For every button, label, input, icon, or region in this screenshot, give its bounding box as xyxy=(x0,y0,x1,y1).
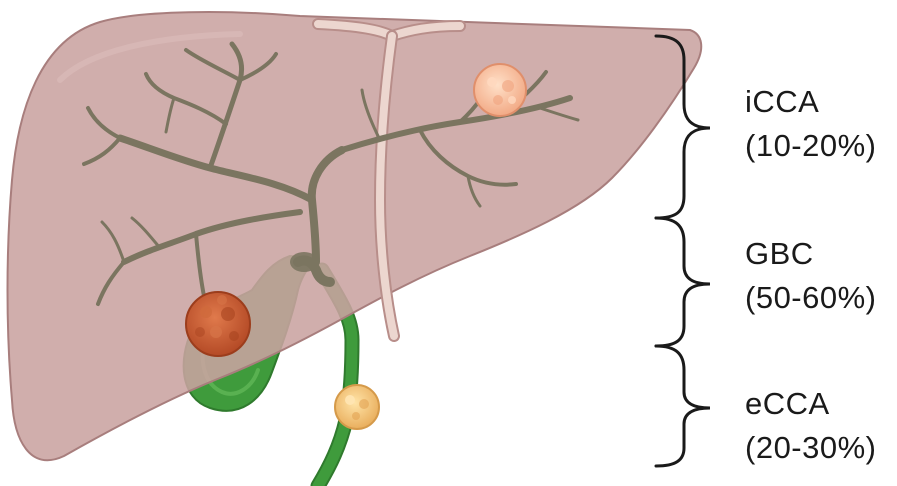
brace-gbc xyxy=(656,218,710,346)
brace-ecca xyxy=(656,346,710,466)
label-icca-range: (10-20%) xyxy=(745,124,877,168)
label-ecca-range: (20-30%) xyxy=(745,426,877,470)
label-gbc-name: GBC xyxy=(745,232,877,276)
label-icca: iCCA (10-20%) xyxy=(745,80,877,168)
label-icca-name: iCCA xyxy=(745,80,877,124)
label-gbc-range: (50-60%) xyxy=(745,276,877,320)
label-ecca-name: eCCA xyxy=(745,382,877,426)
tumor-icca xyxy=(474,64,526,116)
label-gbc: GBC (50-60%) xyxy=(745,232,877,320)
tumor-gbc xyxy=(186,292,250,356)
label-ecca: eCCA (20-30%) xyxy=(745,382,877,470)
tumor-ecca xyxy=(335,385,379,429)
